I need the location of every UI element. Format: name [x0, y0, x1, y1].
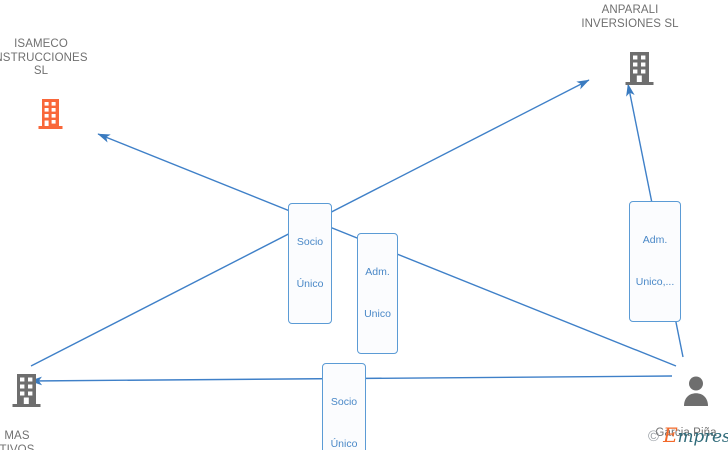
building-icon [0, 360, 42, 426]
node-sistemas-label-line-1: MAS [4, 430, 30, 442]
relation-chip-adm-unico-right[interactable]: Adm. Unico,... [629, 201, 681, 322]
building-icon [18, 85, 64, 147]
node-garcia-pina-label: Garcia Piña [655, 427, 717, 439]
relation-chip-line-1: Adm. [642, 234, 668, 246]
relation-chip-line-1: Adm. [365, 266, 390, 278]
building-icon [605, 38, 655, 104]
person-icon [661, 362, 711, 424]
empresia-watermark: © Empresia [648, 425, 728, 447]
relation-chip-socio-unico-center[interactable]: Socio Único [288, 203, 332, 324]
relation-chip-line-2: Unico [364, 308, 391, 320]
relation-chip-line-1: Socio [296, 236, 324, 248]
relation-chip-line-1: Socio [330, 396, 358, 408]
node-isameco[interactable]: ISAMECO NSTRUCCIONES SL [0, 38, 96, 147]
node-isameco-label-line-3: SL [33, 65, 49, 77]
brand-initial: E [663, 423, 678, 447]
relation-chip-socio-unico-bottom[interactable]: Socio Único [322, 363, 366, 450]
node-isameco-label-line-2: NSTRUCCIONES [0, 51, 88, 64]
brand-wordmark: Empresia [663, 425, 728, 447]
node-anparali[interactable]: ANPARALI INVERSIONES SL [565, 4, 695, 104]
node-isameco-label-line-1: ISAMECO [14, 38, 68, 50]
brand-rest: mpresia [677, 427, 728, 447]
node-anparali-label-line-2: INVERSIONES SL [581, 17, 679, 30]
node-garcia-pina[interactable]: Garcia Piña [648, 362, 724, 441]
relation-chip-line-2: Unico,... [635, 276, 675, 288]
relation-chip-line-2: Único [330, 438, 358, 450]
node-sistemas[interactable]: MAS TIVOS M SL [0, 360, 52, 450]
node-anparali-label-line-1: ANPARALI [601, 4, 659, 16]
copyright-icon: © [648, 428, 660, 445]
node-sistemas-label-line-2: TIVOS [0, 443, 35, 450]
relation-chip-adm-unico-center[interactable]: Adm. Unico [357, 233, 398, 354]
relation-chip-line-2: Único [296, 278, 324, 290]
